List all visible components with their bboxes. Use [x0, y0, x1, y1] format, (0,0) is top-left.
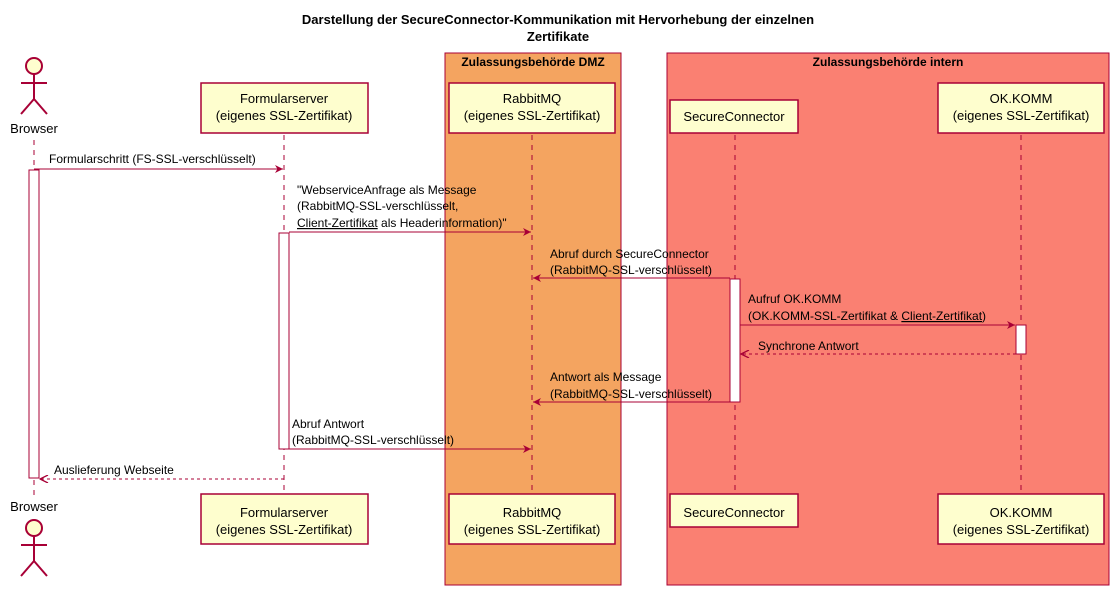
- participant-okkomm-top-line-2: (eigenes SSL-Zertifikat): [953, 108, 1090, 123]
- message-2-text-line-2: (RabbitMQ-SSL-verschlüsselt,: [297, 199, 458, 213]
- message-7: Abruf Antwort (RabbitMQ-SSL-verschlüssel…: [289, 417, 531, 453]
- message-4-client-cert-link: Client-Zertifikat: [901, 309, 982, 323]
- message-7-text-line-1: Abruf Antwort: [292, 417, 365, 431]
- activation-okkomm: [1015, 324, 1027, 355]
- participant-okkomm-top-line-1: OK.KOMM: [990, 91, 1053, 106]
- participant-formularserver-top: Formularserver (eigenes SSL-Zertifikat): [200, 82, 369, 134]
- message-4-text-line-2-start: (OK.KOMM-SSL-Zertifikat &: [748, 309, 901, 323]
- message-2: "WebserviceAnfrage als Message (RabbitMQ…: [289, 183, 531, 236]
- participant-formularserver-bottom: Formularserver (eigenes SSL-Zertifikat): [200, 493, 369, 545]
- participant-okkomm-bottom-line-2: (eigenes SSL-Zertifikat): [953, 522, 1090, 537]
- message-4-text-line-1: Aufruf OK.KOMM: [748, 292, 841, 306]
- message-6-text-line-1: Antwort als Message: [550, 370, 662, 384]
- participant-okkomm-bottom: OK.KOMM (eigenes SSL-Zertifikat): [937, 493, 1105, 545]
- message-2-text-line-3-rest: als Headerinformation)": [378, 216, 507, 230]
- participant-formularserver-bottom-line-2: (eigenes SSL-Zertifikat): [216, 522, 353, 537]
- message-4-text-line-2-end: ): [982, 309, 986, 323]
- message-4-text-line-2: (OK.KOMM-SSL-Zertifikat & Client-Zertifi…: [748, 309, 986, 323]
- diagram-title-line-2: Zertifikate: [527, 29, 589, 44]
- message-5: Synchrone Antwort: [741, 339, 1016, 354]
- message-3-text-line-1: Abruf durch SecureConnector: [550, 247, 709, 261]
- activation-secureconnector: [729, 278, 741, 403]
- message-4: Aufruf OK.KOMM (OK.KOMM-SSL-Zertifikat &…: [740, 292, 1015, 329]
- message-7-text-line-2: (RabbitMQ-SSL-verschlüsselt): [292, 433, 454, 447]
- participant-rabbitmq-bottom-line-2: (eigenes SSL-Zertifikat): [464, 522, 601, 537]
- participant-rabbitmq-top-line-2: (eigenes SSL-Zertifikat): [464, 108, 601, 123]
- message-6: Antwort als Message (RabbitMQ-SSL-versch…: [533, 370, 730, 406]
- message-2-text-line-1: "WebserviceAnfrage als Message: [297, 183, 477, 197]
- participant-rabbitmq-bottom-line-1: RabbitMQ: [503, 505, 562, 520]
- participant-formularserver-top-line-1: Formularserver: [240, 91, 329, 106]
- box-dmz-label: Zulassungsbehörde DMZ: [461, 55, 604, 69]
- actor-browser-top-icon: [20, 57, 48, 115]
- participant-rabbitmq-top: RabbitMQ (eigenes SSL-Zertifikat): [448, 82, 616, 134]
- message-3: Abruf durch SecureConnector (RabbitMQ-SS…: [533, 247, 730, 282]
- message-6-text-line-2: (RabbitMQ-SSL-verschlüsselt): [550, 387, 712, 401]
- message-1-text: Formularschritt (FS-SSL-verschlüsselt): [49, 152, 256, 166]
- participant-rabbitmq-top-line-1: RabbitMQ: [503, 91, 562, 106]
- actor-browser-top-label: Browser: [10, 121, 58, 136]
- participant-okkomm-top: OK.KOMM (eigenes SSL-Zertifikat): [937, 82, 1105, 134]
- message-2-client-cert-link: Client-Zertifikat: [297, 216, 378, 230]
- participant-secureconnector-bottom: SecureConnector: [669, 493, 799, 528]
- message-8: Auslieferung Webseite: [40, 463, 284, 479]
- diagram-title-line-1: Darstellung der SecureConnector-Kommunik…: [302, 12, 814, 27]
- activation-bars: [28, 169, 1027, 479]
- message-5-text: Synchrone Antwort: [758, 339, 859, 353]
- actor-browser-bottom-label: Browser: [10, 499, 58, 514]
- activation-browser: [28, 169, 40, 479]
- activation-formularserver: [278, 232, 290, 450]
- participant-okkomm-bottom-line-1: OK.KOMM: [990, 505, 1053, 520]
- participant-secureconnector-bottom-line-1: SecureConnector: [683, 505, 785, 520]
- participant-formularserver-top-line-2: (eigenes SSL-Zertifikat): [216, 108, 353, 123]
- message-8-text: Auslieferung Webseite: [54, 463, 174, 477]
- message-3-text-line-2: (RabbitMQ-SSL-verschlüsselt): [550, 263, 712, 277]
- message-2-text-line-3: Client-Zertifikat als Headerinformation)…: [297, 216, 507, 230]
- participant-secureconnector-top: SecureConnector: [669, 99, 799, 134]
- participant-rabbitmq-bottom: RabbitMQ (eigenes SSL-Zertifikat): [448, 493, 616, 545]
- actor-browser-bottom-icon: [20, 519, 48, 577]
- message-1: Formularschritt (FS-SSL-verschlüsselt): [34, 152, 283, 173]
- participant-formularserver-bottom-line-1: Formularserver: [240, 505, 329, 520]
- participant-secureconnector-top-line-1: SecureConnector: [683, 109, 785, 124]
- box-intern-label: Zulassungsbehörde intern: [813, 55, 964, 69]
